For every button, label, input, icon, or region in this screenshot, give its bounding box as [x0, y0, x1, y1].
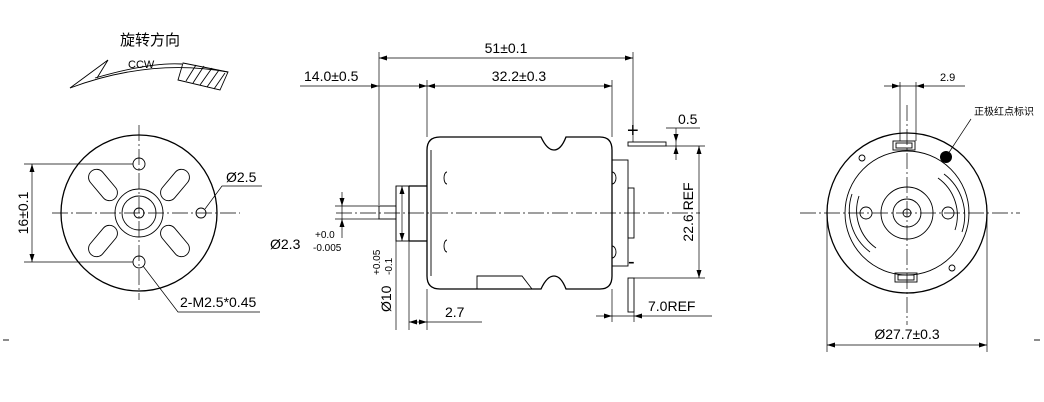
rotation-arc-inner — [94, 63, 183, 79]
side-label-tab — [476, 275, 533, 290]
rotation-direction-label: CCW — [128, 59, 155, 71]
side-dim-terminal-height: 22.6 REF — [680, 182, 696, 241]
side-can-body — [426, 136, 613, 290]
front-dim-height: 16±0.1 — [15, 191, 31, 234]
front-boss-outer — [114, 188, 164, 238]
side-terminal-minus — [627, 277, 635, 313]
side-dim-shaft-tol-lower: -0.005 — [313, 243, 342, 254]
rear-brush-slot-2 — [856, 195, 877, 249]
side-dim-boss-tol-upper: +0.05 — [372, 249, 383, 275]
rear-terminal-top — [892, 140, 916, 151]
rear-brush-slot-1 — [937, 177, 958, 231]
front-view: 16±0.1 Ø2.5 2-M2.5*0.45 — [15, 125, 262, 313]
side-dim-terminal-thickness: 0.5 — [678, 111, 698, 127]
side-boss — [395, 185, 410, 242]
side-view: + - 51±0.1 14.0±0.5 32.2±0.3 0.5 22. — [270, 40, 712, 330]
side-rear-bearing — [627, 187, 635, 239]
side-dim-shaft-dia: Ø2.3 — [270, 236, 301, 252]
side-dim-boss-tol-lower: -0.1 — [384, 257, 395, 275]
rear-rivet-1 — [858, 154, 866, 162]
side-dim-body-length: 32.2±0.3 — [492, 68, 547, 84]
rear-bearing-outer — [880, 186, 934, 240]
side-dim-shaft-length: 14.0±0.5 — [304, 68, 359, 84]
rear-rivet-2 — [948, 264, 956, 272]
side-dim-shaft-tol-upper: +0.0 — [315, 230, 335, 241]
side-shaft — [378, 205, 397, 220]
rotation-arc-outer — [69, 67, 229, 89]
rear-hole-right — [941, 206, 955, 220]
rear-dim-terminal-width: 2.9 — [940, 72, 955, 84]
rear-view: 正极红点标识 2.9 Ø27.7±0.3 — [800, 72, 1034, 352]
front-end-cap — [60, 134, 218, 292]
front-vent-slots — [88, 168, 190, 258]
rotation-title: 旋转方向 — [120, 31, 180, 49]
rear-terminal-bottom — [894, 272, 918, 283]
side-dim-boss-dia: Ø10 — [378, 285, 394, 312]
rotation-indicator: 旋转方向 CCW — [69, 31, 229, 91]
rotation-arrow-head — [69, 59, 109, 89]
side-dim-boss-length: 2.7 — [445, 304, 465, 320]
rear-bearing-mid — [892, 198, 922, 228]
side-slot-bottom — [443, 239, 448, 253]
front-vent-hole — [195, 207, 207, 219]
side-slot-top — [443, 171, 448, 185]
side-dim-total-length: 51±0.1 — [485, 40, 528, 56]
side-terminal-minus-sign: - — [628, 251, 635, 273]
rear-shaft — [902, 208, 912, 218]
rotation-hatch — [177, 62, 229, 91]
front-boss-inner — [121, 195, 157, 231]
rear-label-red-dot: 正极红点标识 — [974, 105, 1034, 118]
front-dim-hole: Ø2.5 — [226, 169, 257, 185]
front-dim-thread: 2-M2.5*0.45 — [180, 294, 256, 310]
rear-dim-diameter: Ø27.7±0.3 — [874, 326, 939, 342]
front-shaft — [133, 207, 145, 219]
side-dim-terminal-length: 7.0REF — [648, 298, 695, 314]
rear-hole-left — [859, 206, 873, 220]
side-terminal-plus — [627, 141, 667, 147]
